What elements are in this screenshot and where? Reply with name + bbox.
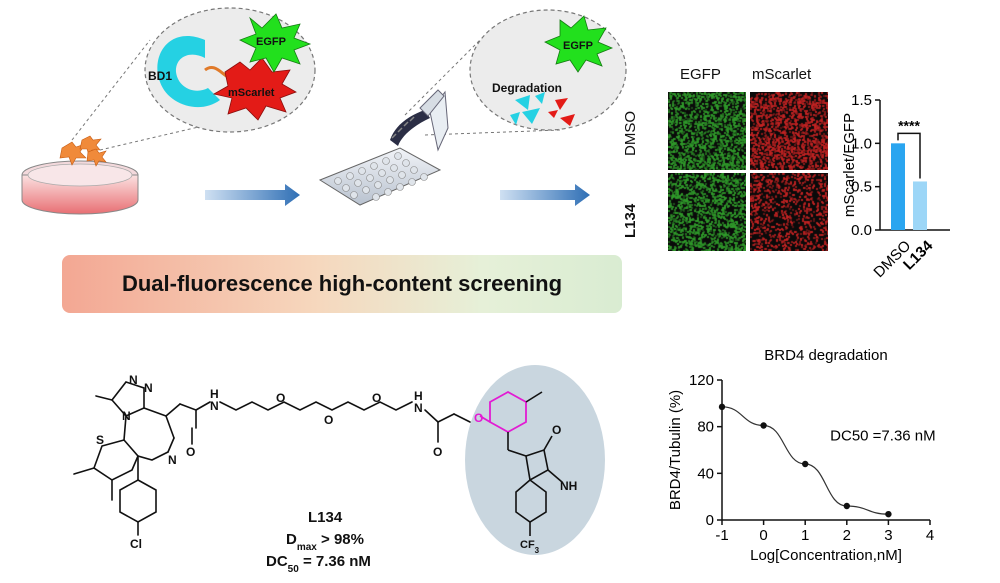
atom-cf3: CF3 xyxy=(520,539,540,555)
atom-n4: N xyxy=(168,453,177,467)
degradation-label: Degradation xyxy=(492,81,562,95)
atom-o4: O xyxy=(372,391,381,405)
curve-ytick-label-0: 0 xyxy=(706,512,714,529)
curve-xtick-label-2: 1 xyxy=(801,527,809,544)
curve-ytick-label-3: 120 xyxy=(689,372,714,389)
arrow-1 xyxy=(205,184,300,206)
degraded-fragments-icon xyxy=(510,92,545,125)
atom-n3: N xyxy=(122,409,131,423)
curve-xtick-label-1: 0 xyxy=(759,527,767,544)
atom-n1: N xyxy=(129,373,138,387)
petri-dish xyxy=(21,160,139,215)
significance-bracket xyxy=(897,132,921,179)
dmax-text: Dmax > 98% xyxy=(286,531,364,553)
row-label-dmso: DMSO xyxy=(622,111,639,156)
curve-xlabel: Log[Concentration,nM] xyxy=(750,547,902,564)
bar-dmso xyxy=(891,143,905,230)
curve-title: BRD4 degradation xyxy=(764,347,887,364)
curve-ytick-label-1: 40 xyxy=(697,465,714,482)
curve-ytick-label-2: 80 xyxy=(697,419,714,436)
bar-ylabel: mScarlet/EGFP xyxy=(841,113,858,217)
bar-ytick-label-1: 0.5 xyxy=(851,179,872,196)
cells-icon xyxy=(59,135,107,167)
bar-ytick-label-2: 1.0 xyxy=(851,135,872,152)
arrow-2 xyxy=(500,184,590,206)
atom-o1: O xyxy=(186,445,195,459)
atom-o6: O xyxy=(474,411,483,425)
egfp-star-icon-2 xyxy=(544,15,614,73)
atom-cl: Cl xyxy=(130,537,142,551)
atom-o7: O xyxy=(552,423,561,437)
banner-text: Dual-fluorescence high-content screening xyxy=(121,271,563,296)
micrograph-l134-mscarlet xyxy=(750,173,828,251)
egfp-label-right: EGFP xyxy=(563,40,593,52)
data-point-3 xyxy=(843,502,850,510)
dc50-annotation: DC50 =7.36 nM xyxy=(830,428,935,445)
micrograph-dmso-mscarlet xyxy=(750,92,828,170)
atom-o2: O xyxy=(276,391,285,405)
data-point-2 xyxy=(802,460,809,468)
mscarlet-star-icon xyxy=(212,57,297,121)
atom-o3: O xyxy=(324,413,333,427)
data-point-0 xyxy=(718,403,726,411)
data-point-1 xyxy=(760,422,767,429)
significance-stars: **** xyxy=(898,117,920,133)
curve-xtick-label-3: 2 xyxy=(843,527,851,544)
bd1-label: BD1 xyxy=(148,69,172,83)
row-label-l134: L134 xyxy=(622,203,639,238)
curve-xtick-label-0: -1 xyxy=(715,527,728,544)
chemical-structure: N N N N S O H N O O O H N O O O NH Cl CF… xyxy=(73,365,605,575)
degradation-bubble xyxy=(469,9,627,131)
mscarlet-label-top: mScarlet xyxy=(228,87,275,99)
atom-n6: N xyxy=(414,401,423,415)
banner: Dual-fluorescence high-content screening xyxy=(62,255,622,313)
curve-xtick-label-5: 4 xyxy=(926,527,934,544)
bar-ytick-label-3: 1.5 xyxy=(851,92,872,109)
egfp-label-top: EGFP xyxy=(256,36,286,48)
atom-nh: NH xyxy=(560,479,577,493)
atom-h2: H xyxy=(414,389,423,403)
egfp-star-icon xyxy=(239,13,312,73)
dc50-text: DC50 = 7.36 nM xyxy=(266,553,371,575)
curve-xtick-label-4: 3 xyxy=(884,527,892,544)
highlight-oval xyxy=(465,365,605,555)
bd1-protein-icon xyxy=(157,35,220,108)
micrograph-dmso-egfp xyxy=(668,92,746,170)
col-header-mscarlet: mScarlet xyxy=(752,66,812,83)
curve-ylabel: BRD4/Tubulin (%) xyxy=(667,390,684,510)
col-header-egfp: EGFP xyxy=(680,66,721,83)
bar-l134 xyxy=(913,181,927,230)
fit-curve xyxy=(721,406,889,515)
data-point-4 xyxy=(885,510,892,518)
construct-bubble xyxy=(144,7,316,133)
bar-ytick-label-0: 0.0 xyxy=(851,222,872,239)
well-plate-icon xyxy=(318,147,442,206)
pipette-icon xyxy=(390,89,449,152)
atom-n2: N xyxy=(144,381,153,395)
atom-h1: H xyxy=(210,387,219,401)
micrograph-l134-egfp xyxy=(668,173,746,251)
atom-n5: N xyxy=(210,399,219,413)
compound-name: L134 xyxy=(308,509,343,526)
atom-o5: O xyxy=(433,445,442,459)
atom-s: S xyxy=(96,433,104,447)
schematic: BD1 EGFP mScarlet Degradation EGFP xyxy=(21,7,627,215)
